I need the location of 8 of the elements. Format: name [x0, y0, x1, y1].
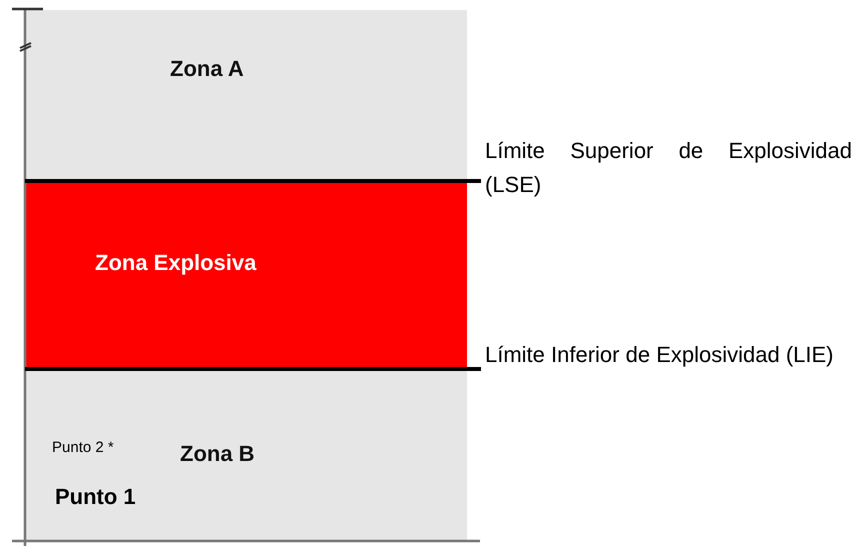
explosive-zone-band [25, 181, 467, 369]
zone-label: Zona Explosiva [95, 250, 256, 276]
point-label: Punto 2 * [52, 439, 114, 456]
point-label: Punto 1 [55, 484, 136, 510]
limit-label: Límite Superior de Explosividad (LSE) [485, 137, 852, 199]
limit-label: Límite Inferior de Explosividad (LIE) [485, 341, 834, 369]
zone-label: Zona B [180, 441, 255, 467]
zone-label: Zona A [170, 56, 244, 82]
